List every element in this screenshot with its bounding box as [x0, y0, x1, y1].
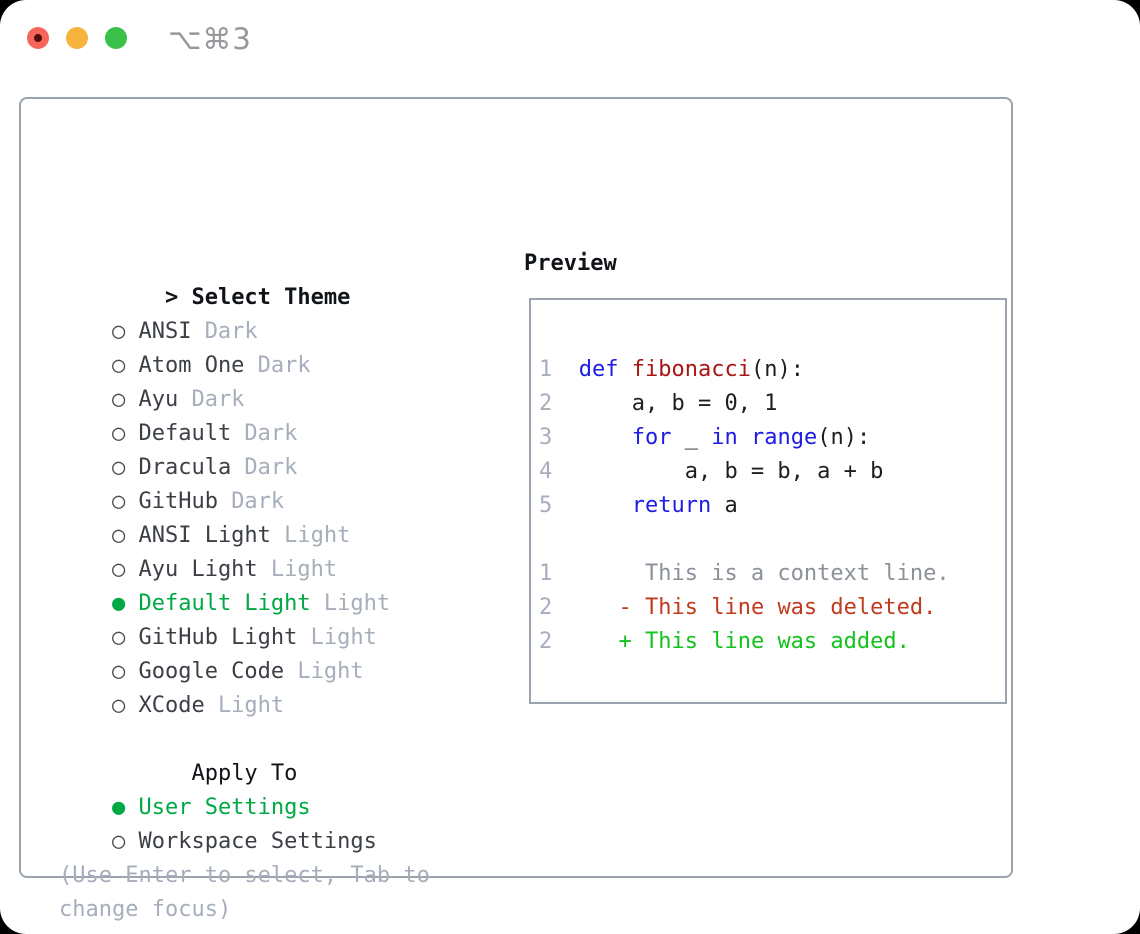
theme-mode-tag: Dark — [191, 387, 245, 412]
theme-option-default-light[interactable]: ● Default Light Light — [59, 553, 430, 616]
theme-option-label: Atom One — [138, 353, 245, 378]
theme-option-github[interactable]: ○ GitHub Dark — [59, 451, 430, 514]
radio-icon: ○ — [111, 557, 126, 582]
theme-mode-tag: Dark — [257, 353, 311, 378]
theme-mode-tag: Dark — [204, 319, 258, 344]
focus-caret-icon: > — [164, 285, 179, 310]
theme-option-dracula[interactable]: ○ Dracula Dark — [59, 417, 430, 480]
theme-mode-tag: Dark — [244, 421, 298, 446]
theme-option-label: ANSI Light — [138, 523, 271, 548]
radio-icon: ○ — [111, 421, 126, 446]
help-text-line: change focus) — [59, 897, 232, 922]
titlebar: ⌥⌘3 — [0, 0, 1140, 76]
radio-icon: ○ — [111, 659, 126, 684]
theme-mode-tag: Light — [323, 591, 391, 616]
radio-icon: ○ — [111, 353, 126, 378]
theme-option-xcode[interactable]: ○ XCode Light — [59, 655, 430, 718]
radio-icon: ○ — [111, 387, 126, 412]
select-theme-heading-label: Select Theme — [191, 285, 351, 310]
radio-icon: ○ — [111, 693, 126, 718]
theme-mode-tag: Light — [310, 625, 377, 650]
radio-icon: ○ — [111, 523, 126, 548]
theme-option-label: ANSI — [138, 319, 192, 344]
zoom-button[interactable] — [105, 27, 127, 49]
theme-option-label: Dracula — [138, 455, 232, 480]
select-theme-heading: > Select Theme — [59, 247, 430, 310]
theme-option-label: Default — [138, 421, 232, 446]
theme-mode-tag: Dark — [231, 489, 285, 514]
theme-option-ansi[interactable]: ○ ANSI Dark — [59, 281, 430, 344]
apply-to-heading-label: Apply To — [191, 761, 298, 786]
help-text: (Use Enter to select, Tab to change focus… — [59, 859, 430, 927]
theme-option-github-light[interactable]: ○ GitHub Light Light — [59, 587, 430, 650]
minimize-button[interactable] — [66, 27, 88, 49]
keyboard-shortcut-label: ⌥⌘3 — [168, 22, 252, 56]
theme-option-ayu-light[interactable]: ○ Ayu Light Light — [59, 519, 430, 582]
preview-line: 1 This is a context line. — [539, 561, 950, 586]
theme-mode-tag: Light — [217, 693, 285, 718]
preview-line: 3 for _ in range(n): — [539, 425, 871, 450]
theme-option-label: Ayu — [138, 387, 179, 412]
apply-to-list: ● User Settings ○ Workspace Settings — [59, 757, 430, 854]
apply-option-user-settings[interactable]: ● User Settings — [59, 757, 430, 820]
theme-mode-tag: Light — [297, 659, 364, 684]
radio-icon: ○ — [111, 319, 126, 344]
radio-icon: ● — [111, 795, 126, 820]
theme-mode-tag: Light — [284, 523, 351, 548]
radio-icon: ● — [111, 591, 126, 616]
apply-option-label: User Settings — [138, 795, 311, 820]
theme-option-ansi-light[interactable]: ○ ANSI Light Light — [59, 485, 430, 548]
radio-icon: ○ — [111, 489, 126, 514]
theme-option-google-code[interactable]: ○ Google Code Light — [59, 621, 430, 684]
radio-icon: ○ — [111, 625, 126, 650]
preview-line: 1 def fibonacci(n): — [539, 357, 804, 382]
unsaved-dot-icon — [34, 34, 42, 42]
apply-option-label: Workspace Settings — [138, 829, 377, 854]
theme-option-label: Default Light — [138, 591, 311, 616]
preview-line: 2 a, b = 0, 1 — [539, 391, 778, 416]
theme-option-atom-one[interactable]: ○ Atom One Dark — [59, 315, 430, 378]
theme-option-default[interactable]: ○ Default Dark — [59, 383, 430, 446]
theme-option-label: Google Code — [138, 659, 285, 684]
code-preview-pane: 1 def fibonacci(n): 2 a, b = 0, 1 3 for _ … — [529, 298, 1007, 704]
help-text-line: (Use Enter to select, Tab to — [59, 863, 430, 888]
preview-line — [539, 523, 999, 557]
apply-to-heading: Apply To — [59, 723, 430, 786]
close-button[interactable] — [27, 27, 49, 49]
preview-line: 2 - This line was deleted. — [539, 595, 937, 620]
theme-option-label: Ayu Light — [138, 557, 258, 582]
theme-option-label: GitHub Light — [138, 625, 298, 650]
preview-line: 4 a, b = b, a + b — [539, 459, 884, 484]
theme-mode-tag: Dark — [244, 455, 298, 480]
preview-line: 5 return a — [539, 493, 738, 518]
apply-option-workspace-settings[interactable]: ○ Workspace Settings — [59, 791, 430, 854]
preview-heading: Preview — [524, 251, 617, 276]
theme-option-ayu[interactable]: ○ Ayu Dark — [59, 349, 430, 412]
radio-icon: ○ — [111, 829, 126, 854]
preview-line: 2 + This line was added. — [539, 629, 910, 654]
theme-mode-tag: Light — [270, 557, 338, 582]
theme-option-label: GitHub — [138, 489, 218, 514]
theme-option-label: XCode — [138, 693, 205, 718]
radio-icon: ○ — [111, 455, 126, 480]
